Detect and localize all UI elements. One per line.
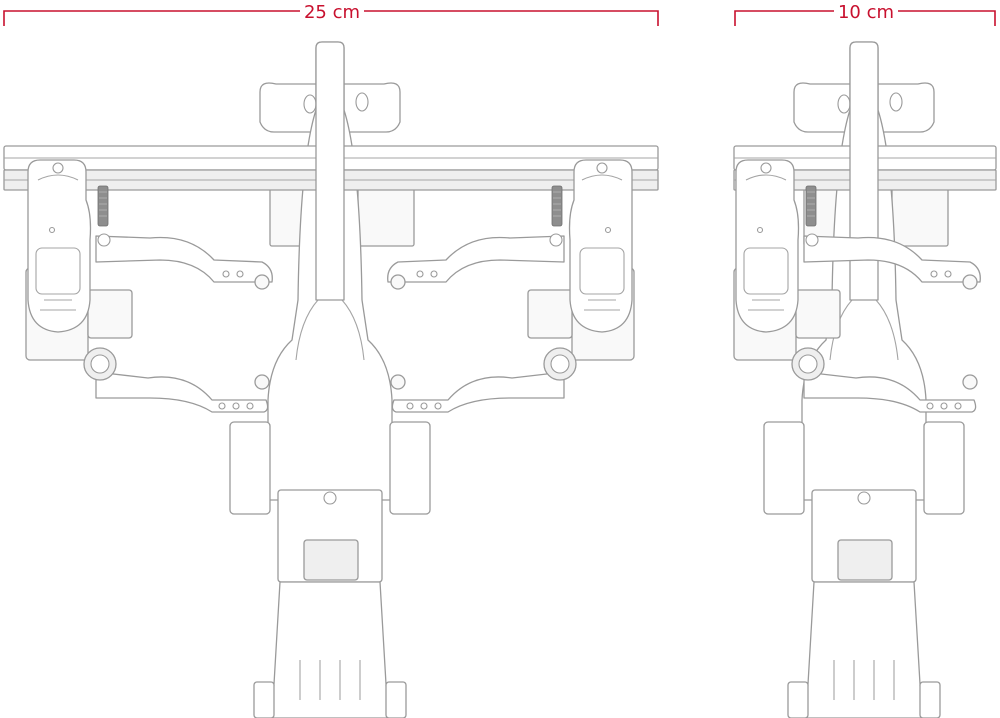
narrow-mount-drawing	[733, 41, 997, 718]
dimension-narrow: 10 cm	[734, 2, 996, 26]
dimension-wide-bracket	[3, 10, 659, 26]
dimension-wide: 25 cm	[3, 2, 659, 26]
dimension-wide-label: 25 cm	[304, 2, 360, 23]
dimension-narrow-label: 10 cm	[838, 2, 894, 23]
wide-mount-drawing	[3, 41, 659, 718]
dimension-narrow-bracket	[734, 10, 996, 26]
